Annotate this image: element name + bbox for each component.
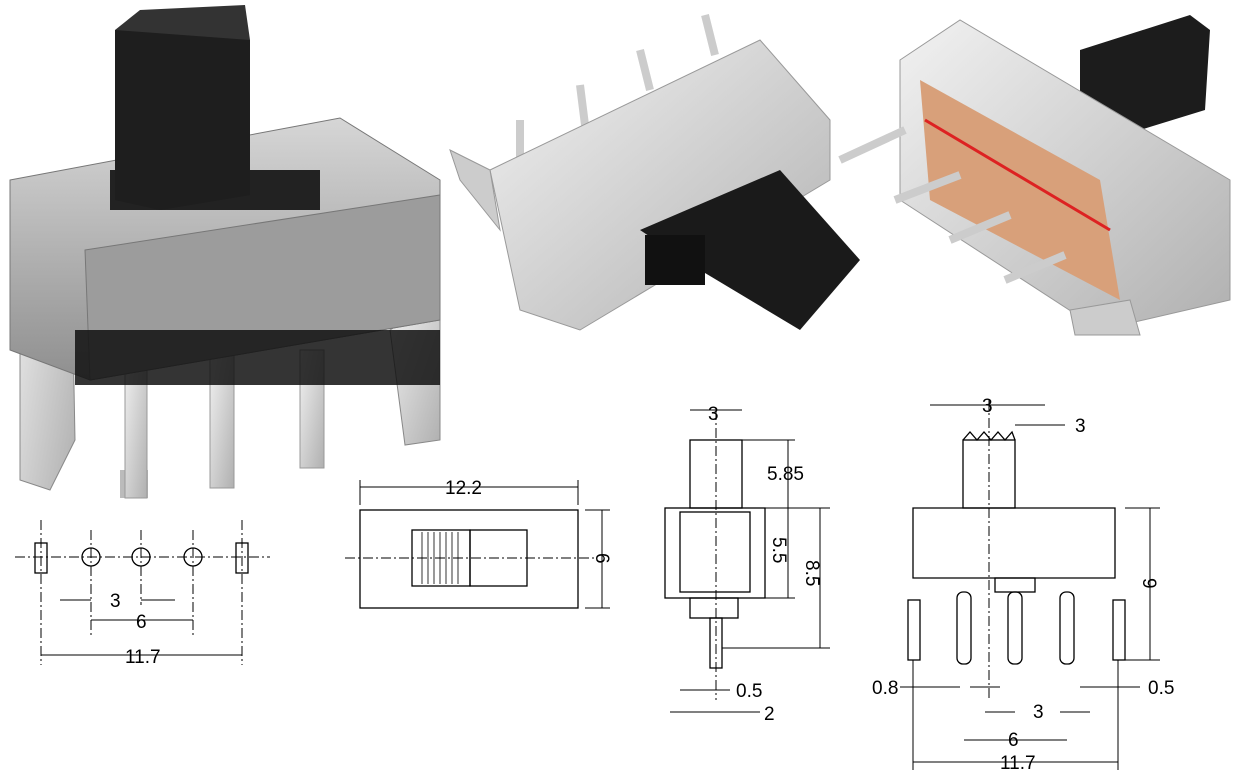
dim-pin-offset: 2	[764, 704, 775, 725]
dim-front-pin-span: 6	[1008, 730, 1019, 751]
dim-lug-width: 0.8	[872, 678, 898, 699]
switch-photo-angled	[449, 14, 860, 331]
dim-width-6: 6	[591, 553, 612, 564]
dim-actuator-width-3: 3	[708, 404, 719, 425]
dim-pin-pitch-3: 3	[110, 591, 121, 612]
dim-actuator-height: 5.85	[767, 464, 804, 485]
dim-total-height: 8.5	[801, 560, 822, 586]
dim-body-height: 5.5	[768, 537, 789, 563]
dim-overall-11-7: 11.7	[125, 647, 161, 668]
dim-pin-span-6: 6	[136, 612, 147, 633]
dim-front-actuator-width: 3	[982, 396, 993, 417]
dim-length-12-2: 12.2	[445, 478, 482, 499]
side-view-drawing: 3 5.85 5.5 8.5 0.5 2	[664, 404, 830, 725]
pin-layout-drawing: 3 6 11.7	[15, 520, 270, 668]
dim-front-pin-pitch: 3	[1033, 702, 1044, 723]
dim-pin-thickness: 0.5	[736, 681, 762, 702]
switch-photo-front	[9, 5, 441, 499]
dim-front-pin-thickness: 0.5	[1148, 678, 1174, 699]
top-view-drawing: 12.2 6	[345, 478, 612, 609]
front-view-drawing: 3 3 9 0.8 0.5 3 6 11.7	[872, 396, 1174, 774]
dim-front-overall-width: 11.7	[1000, 753, 1036, 774]
dim-front-height-9: 9	[1138, 578, 1159, 589]
switch-photo-rear	[838, 15, 1231, 336]
dim-actuator-travel: 3	[1075, 416, 1086, 437]
